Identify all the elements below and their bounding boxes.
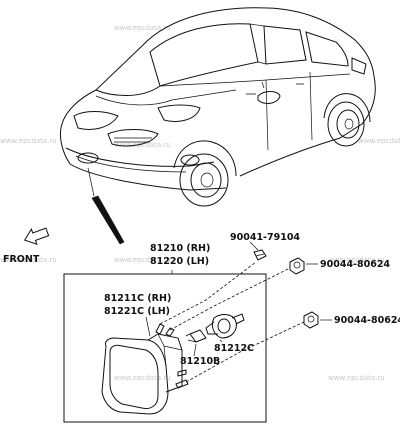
watermark: www.epcdata.ru: [114, 256, 171, 264]
socket-label: 81212C: [214, 343, 254, 354]
clip-label: 90041-79104: [230, 232, 300, 243]
nut-upper: [289, 257, 305, 275]
nut-lower-label: 90044-80624: [334, 315, 400, 326]
nut-upper-label: 90044-80624: [320, 259, 390, 270]
watermark: www.epcdata.ru: [358, 137, 400, 145]
lens-body-rh-label: 81211C (RH): [104, 293, 171, 304]
watermarks: www.epcdata.ru www.epcdata.ru www.epcdat…: [0, 24, 400, 382]
assembly-dashed-lines: [159, 261, 305, 383]
watermark: www.epcdata.ru: [114, 374, 171, 382]
bulb-label: 81210B: [180, 356, 220, 367]
watermark: www.epcdata.ru: [328, 374, 385, 382]
leader-pointer: [87, 167, 125, 245]
fog-lamp-assy-lh-label: 81220 (LH): [150, 256, 209, 267]
watermark: www.epcdata.ru: [328, 256, 385, 264]
nut-lower: [303, 311, 319, 329]
fog-lamp-unit: [101, 323, 189, 415]
assembly-frame: [63, 273, 267, 423]
bulb-socket: [205, 313, 245, 339]
watermark: www.epcdata.ru: [114, 24, 171, 32]
bulb: [185, 329, 207, 343]
watermark: www.epcdata.ru: [114, 141, 171, 149]
watermark: www.epcdata.ru: [0, 137, 57, 145]
car-illustration: [59, 7, 376, 207]
lens-body-lh-label: 81221C (LH): [104, 306, 170, 317]
front-direction-arrow: FRONT: [3, 227, 50, 265]
fog-lamp-assy-rh-label: 81210 (RH): [150, 243, 210, 254]
front-label: FRONT: [3, 254, 40, 265]
clip-part: [253, 249, 267, 261]
watermark: www.epcdata.ru: [0, 256, 57, 264]
